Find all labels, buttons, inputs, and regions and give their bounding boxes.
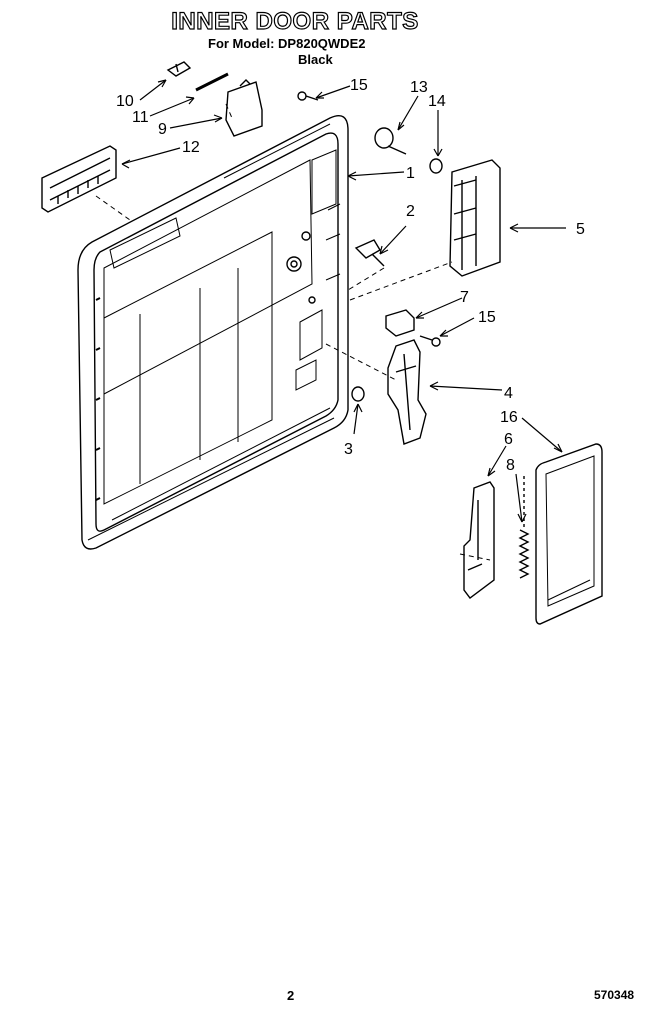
- callout-2: 2: [406, 203, 415, 220]
- callout-15-top: 15: [350, 77, 368, 94]
- callout-8: 8: [506, 457, 515, 474]
- leader-lines: [121, 79, 566, 523]
- callout-7: 7: [460, 289, 469, 306]
- inner-door-panel: [77, 115, 349, 550]
- callout-15-mid: 15: [478, 309, 496, 326]
- part-9-cover: [225, 79, 263, 137]
- callout-labels: 10 11 9 12 15 13 14 1 2 5 7 15 4 16 6 8 …: [116, 77, 585, 474]
- part-2-clip: [354, 239, 385, 267]
- callout-14: 14: [428, 93, 446, 110]
- part-6-plate: [463, 481, 495, 599]
- page-title: INNER DOOR PARTS: [171, 7, 419, 35]
- part-15-screw-top: [297, 91, 319, 101]
- part-12-handle: [41, 145, 117, 213]
- callout-3: 3: [344, 441, 353, 458]
- part-15-screw-mid: [419, 335, 441, 347]
- assembly-lines: [95, 103, 491, 561]
- callout-1: 1: [406, 165, 415, 182]
- callout-12: 12: [182, 139, 200, 156]
- part-3-bumper: [351, 386, 365, 402]
- part-7-latch: [385, 309, 415, 337]
- callout-5: 5: [576, 221, 585, 238]
- callout-4: 4: [504, 385, 513, 402]
- callout-6: 6: [504, 431, 513, 448]
- part-5-housing: [449, 159, 501, 277]
- part-16-cover: [535, 443, 603, 625]
- callout-11: 11: [132, 109, 149, 126]
- part-4-lever: [387, 339, 427, 445]
- callout-10: 10: [116, 93, 134, 110]
- part-14-ring: [429, 158, 443, 174]
- part-8-spring: [518, 476, 530, 579]
- callout-13: 13: [410, 79, 428, 96]
- callout-16: 16: [500, 409, 518, 426]
- color-line: Black: [298, 52, 333, 67]
- part-13-knob: [374, 127, 407, 155]
- callout-9: 9: [158, 121, 167, 138]
- part-10-clip: [166, 61, 192, 77]
- document-code: 570348: [594, 988, 635, 1002]
- page-number: 2: [287, 988, 295, 1003]
- model-line: For Model: DP820QWDE2: [208, 36, 366, 51]
- part-11-pin: [195, 72, 229, 92]
